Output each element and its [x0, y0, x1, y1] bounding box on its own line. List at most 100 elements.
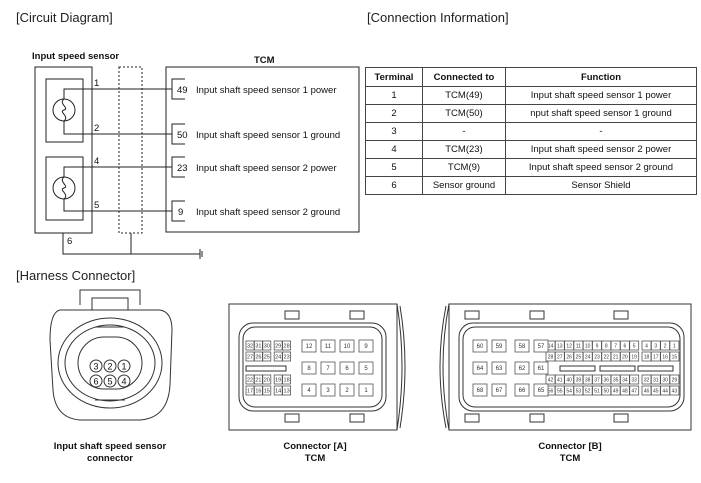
connector-a-pin-label: 21	[255, 378, 261, 384]
tcm-box	[165, 66, 360, 233]
connector-a-pin-label: 26	[255, 355, 261, 361]
sensor-pin-2: 2	[94, 123, 99, 134]
cell-connected-to: TCM(49)	[422, 86, 506, 105]
connector-b-pin	[629, 374, 640, 385]
sensor-coil-2-box	[45, 156, 84, 221]
caption-line: TCM	[304, 453, 326, 464]
connector-b-pin-label: 31	[653, 378, 659, 384]
connector-b-pin-label: 41	[557, 378, 563, 384]
connector-b-pin-label: 3	[654, 344, 657, 350]
connector-a-pin	[320, 383, 336, 397]
connector-b-pin-label: 39	[576, 378, 582, 384]
connector-b-pin-label: 52	[585, 389, 591, 395]
connector-b-pin	[533, 361, 549, 375]
connector-b-pin-label: 30	[662, 378, 668, 384]
connector-a-pin-label: 8	[307, 366, 311, 372]
connector-a-pin-label: 12	[306, 344, 313, 350]
connector-b-pin-label: 15	[672, 355, 678, 361]
connector-b-pin-label: 7	[614, 344, 617, 350]
connector-b-pin-label: 10	[585, 344, 591, 350]
connector-b-pin-label: 9	[596, 344, 599, 350]
connector-a-pin	[262, 340, 272, 351]
circuit-diagram-title: [Circuit Diagram]	[16, 10, 113, 25]
connector-b-pin-label: 1	[673, 344, 676, 350]
connector-a-pin	[282, 340, 292, 351]
connector-a-pin-label: 19	[275, 378, 281, 384]
connector-b-pin	[669, 351, 680, 362]
connector-a-pin-label: 32	[247, 344, 253, 350]
connector-a-pin	[282, 374, 292, 385]
sensor-connector-drawing	[49, 289, 173, 421]
connector-b-pin	[533, 339, 549, 353]
connector-a-pin-label: 23	[284, 355, 290, 361]
sensor-connector-pin: 6	[93, 377, 98, 387]
cell-function: Input shaft speed sensor 1 power	[505, 86, 697, 105]
connector-a-pin-label: 24	[275, 355, 281, 361]
sensor-connector-pin: 3	[93, 362, 98, 372]
caption-line: Input shaft speed sensor	[53, 441, 167, 452]
connector-b-pin-label: 17	[653, 355, 659, 361]
cell-terminal: 1	[365, 86, 423, 105]
sensor-pin-5: 5	[94, 200, 99, 211]
caption-line: Connector [A]	[283, 441, 347, 452]
cell-terminal: 5	[365, 158, 423, 177]
shield-box	[118, 66, 143, 234]
connector-b-pin	[472, 383, 488, 397]
connector-b-pin	[669, 374, 680, 385]
connector-b-pin-label: 48	[622, 389, 628, 395]
connector-b-pin-label: 12	[566, 344, 572, 350]
sensor-connector-pin: 5	[107, 377, 112, 387]
connector-b-pin-label: 59	[496, 344, 503, 350]
sensor-coil-1-box	[45, 78, 84, 143]
connector-a-pin-label: 17	[247, 389, 253, 395]
connector-b-pin	[669, 340, 680, 351]
cell-function: nput shaft speed sensor 1 ground	[505, 104, 697, 123]
connector-b-pin-label: 56	[548, 389, 554, 395]
connector-b-pin	[533, 383, 549, 397]
connector-b-pin-label: 26	[566, 355, 572, 361]
tcm-pin-number: 49	[177, 85, 188, 96]
connector-a-pin-label: 7	[326, 366, 330, 372]
connector-a-pin-label: 5	[364, 366, 368, 372]
connector-a-pin-label: 22	[247, 378, 253, 384]
connector-b-pin-label: 42	[548, 378, 554, 384]
harness-connector-title: [Harness Connector]	[16, 268, 136, 283]
connector-b-pin-label: 46	[644, 389, 650, 395]
sensor-connector-pin: 2	[107, 362, 112, 372]
connector-a-pin	[358, 339, 374, 353]
connector-a-pin-label: 28	[284, 344, 290, 350]
connector-a-pin-label: 13	[284, 389, 290, 395]
connector-a-pin-label: 3	[326, 388, 330, 394]
connector-b-pin-label: 20	[622, 355, 628, 361]
connector-a-pin	[320, 361, 336, 375]
connector-b-caption: Connector [B] TCM	[505, 441, 635, 465]
connector-a-pin-label: 25	[264, 355, 270, 361]
connection-info-title: [Connection Information]	[367, 10, 509, 25]
connector-b-pin-label: 55	[557, 389, 563, 395]
connector-b-pin	[472, 339, 488, 353]
sensor-label: Input speed sensor	[32, 51, 120, 62]
connector-b-pin-label: 61	[538, 366, 545, 372]
connector-b-pin-label: 37	[594, 378, 600, 384]
connector-a-pin-label: 4	[307, 388, 311, 394]
connector-b-pin-label: 11	[576, 344, 581, 350]
connector-b-pin-label: 38	[585, 378, 591, 384]
sensor-pin-6: 6	[67, 236, 72, 247]
connector-b-pin	[514, 339, 530, 353]
connector-b-pin-label: 44	[662, 389, 668, 395]
connector-a-pin	[339, 361, 355, 375]
connector-b-pin-label: 35	[613, 378, 619, 384]
connector-a-pin-label: 6	[345, 366, 349, 372]
connector-b-pin-label: 4	[645, 344, 648, 350]
connector-b-pin-label: 67	[496, 388, 503, 394]
connector-a-pin-label: 10	[344, 344, 351, 350]
connector-b-pin-label: 32	[644, 378, 650, 384]
connector-b-pin-label: 21	[613, 355, 619, 361]
connector-b-pin	[629, 385, 640, 396]
